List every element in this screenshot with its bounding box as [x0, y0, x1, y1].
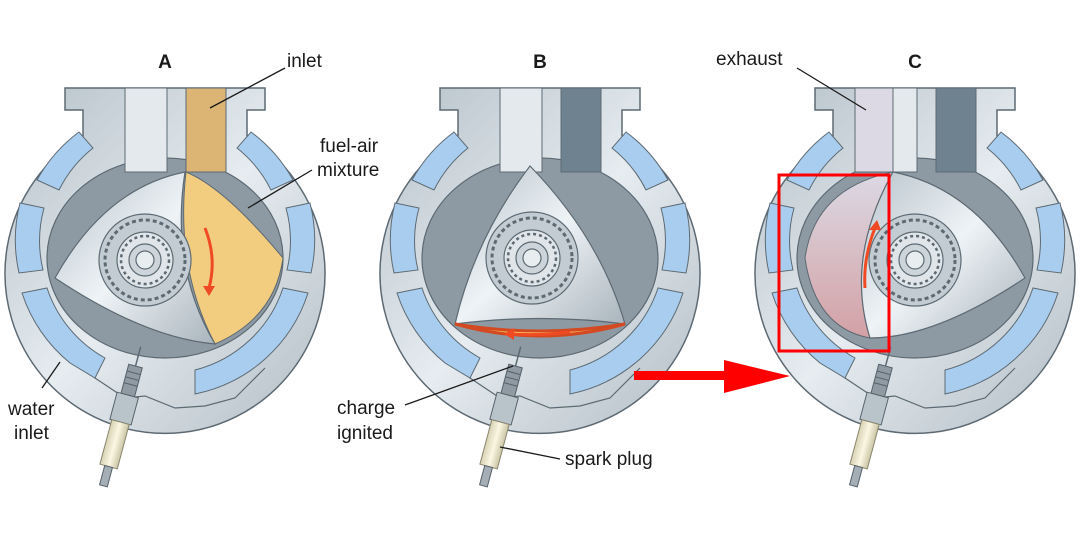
- gear-set: [867, 212, 963, 308]
- transition-arrow: [634, 360, 790, 393]
- label-fuel-air: fuel-air: [320, 136, 379, 157]
- panel-letter-b: B: [533, 52, 547, 73]
- panel-a: [4, 87, 326, 490]
- gear-set: [97, 212, 193, 308]
- label-ignited: ignited: [337, 423, 393, 444]
- gear-set: [484, 210, 580, 306]
- label-water-inlet: inlet: [14, 423, 50, 444]
- fuel-air-leader: [247, 169, 313, 209]
- panel-letter-c: C: [908, 52, 922, 73]
- exhaust-leader: [796, 67, 867, 111]
- label-exhaust: exhaust: [716, 49, 783, 70]
- spark-plug-leader: [499, 446, 561, 460]
- inlet-port: [185, 87, 227, 173]
- label-charge: charge: [337, 398, 395, 419]
- rotation-arrow: [863, 227, 877, 289]
- label-water: water: [7, 399, 55, 420]
- exhaust-port-closed: [560, 87, 602, 173]
- inlet-leader: [209, 67, 286, 109]
- label-spark-plug: spark plug: [565, 449, 653, 470]
- label-inlet: inlet: [287, 51, 323, 72]
- charge-ignited-leader: [404, 365, 514, 406]
- rotation-arrow: [203, 227, 214, 289]
- panel-b: [379, 87, 701, 490]
- label-mixture: mixture: [317, 160, 379, 181]
- rotation-arrow: [509, 330, 571, 337]
- exhaust-port: [854, 87, 894, 173]
- panel-letter-a: A: [158, 52, 172, 73]
- panel-c: [754, 87, 1076, 490]
- water-inlet-leader: [41, 361, 61, 389]
- highlight-box: [777, 173, 891, 353]
